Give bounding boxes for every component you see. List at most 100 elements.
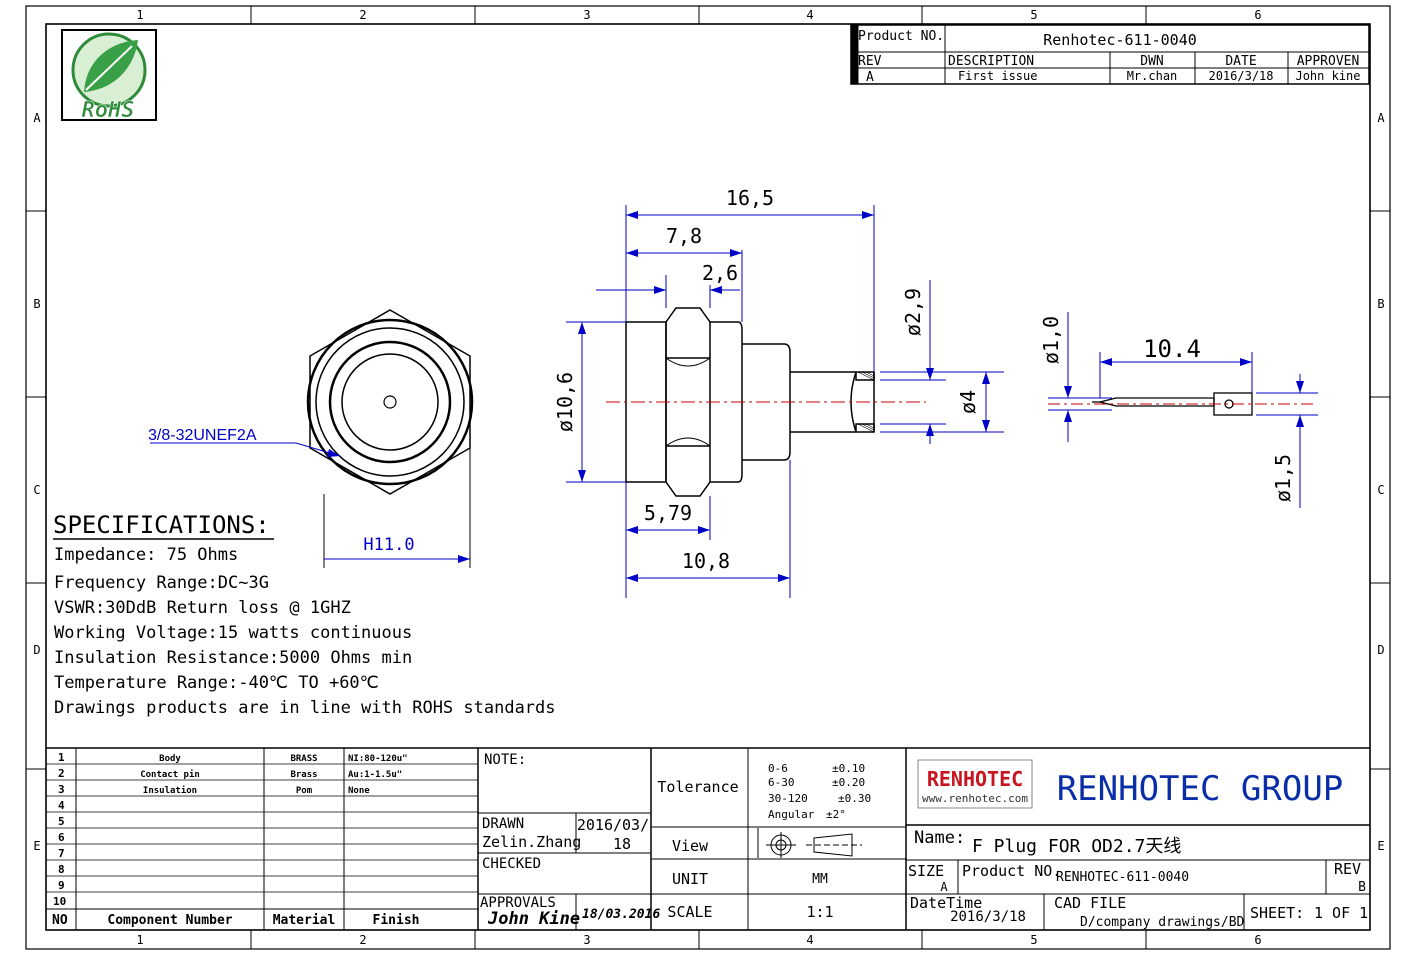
hex-width-dim: H11.0 [363, 535, 414, 555]
bom-no: 10 [53, 895, 66, 908]
drawn-by: Zelin.Zhang [482, 833, 581, 851]
rohs-logo: RoHS [61, 29, 157, 123]
tolerance-value: ±2° [826, 808, 846, 821]
drawn-date: 18 [613, 835, 631, 853]
approvals-label: APPROVALS [480, 895, 556, 911]
bom-component: Body [159, 754, 181, 764]
cad-label: CAD FILE [1054, 894, 1126, 912]
col-label: 6 [1254, 8, 1261, 22]
title-block-grid [46, 747, 1370, 930]
rev-cell: A [866, 70, 874, 85]
rev-cell: Mr.chan [1127, 69, 1178, 83]
side-dimensions [566, 205, 1004, 598]
product-no-label: Product NO. [962, 862, 1061, 880]
row-label: E [1377, 839, 1384, 853]
dim-5-79: 5,79 [644, 501, 692, 525]
row-label: D [33, 643, 40, 657]
dim-dia-1-5: ø1,5 [1271, 454, 1295, 502]
dim-7-8: 7,8 [666, 224, 702, 248]
row-label: D [1377, 643, 1384, 657]
sheet-label: SHEET: [1250, 904, 1304, 922]
bom-finish: Au:1-1.5u" [348, 770, 402, 780]
datetime-label: DateTime [910, 894, 982, 912]
col-label: 6 [1254, 933, 1261, 947]
bom-no: 8 [58, 863, 65, 876]
tolerance-range: 0-6 [768, 762, 788, 775]
bom-no: 7 [58, 847, 65, 860]
spec-line: Temperature Range:-40℃ TO +60℃ [54, 673, 379, 693]
tolerance-range: 30-120 [768, 792, 808, 805]
spec-line: Drawings products are in line with ROHS … [54, 698, 556, 718]
scale-label: SCALE [667, 903, 712, 921]
pin-dimensions [1048, 312, 1318, 508]
row-label: A [1377, 111, 1385, 125]
approval-date: 18/03.2016 [582, 907, 660, 922]
spec-line: Insulation Resistance:5000 Ohms min [54, 648, 412, 668]
dim-pin-length: 10.4 [1143, 335, 1201, 363]
bom-no: 1 [58, 751, 65, 764]
front-view [306, 309, 474, 568]
spec-line: Frequency Range:DC~3G [54, 573, 269, 593]
bom-component: Insulation [143, 785, 197, 796]
col-label: 2 [359, 8, 366, 22]
rev-value: B [1358, 880, 1366, 895]
tolerance-range: 6-30 [768, 776, 795, 789]
bom-row-lines [46, 763, 478, 893]
tolerance-value: ±0.10 [832, 762, 865, 775]
row-label: C [1377, 483, 1384, 497]
rev-header: APPROVEN [1297, 54, 1360, 69]
bom-finish: NI:80-120u" [348, 754, 408, 764]
drawn-date: 2016/03/ [577, 816, 649, 834]
col-label: 3 [583, 8, 590, 22]
dim-overall: 16,5 [726, 186, 774, 210]
checked-label: CHECKED [482, 856, 541, 872]
company-logo: RENHOTEC www.renhotec.com [917, 759, 1033, 809]
tolerance-value: ±0.30 [838, 792, 871, 805]
cad-value: D/company drawings/BD [1080, 915, 1245, 930]
bom-no: 3 [58, 783, 65, 796]
tolerance-range: Angular [768, 808, 815, 821]
col-label: 1 [136, 933, 143, 947]
bom-no: 6 [58, 831, 65, 844]
col-label: 3 [583, 933, 590, 947]
rev-product-label: Product NO. [858, 29, 944, 44]
sheet-value: 1 OF 1 [1314, 904, 1368, 922]
rev-cell: John kine [1295, 69, 1360, 83]
view-label: View [672, 837, 709, 855]
approver-signature: John Kine [487, 909, 580, 929]
company-url: www.renhotec.com [922, 792, 1028, 805]
bom-material: BRASS [290, 754, 317, 764]
unit-label: UNIT [672, 870, 708, 888]
tolerance-label: Tolerance [657, 778, 738, 796]
spec-line: Impedance: 75 Ohms [54, 545, 238, 565]
rev-header: DWN [1140, 54, 1163, 69]
projection-symbol [766, 832, 862, 858]
revision-table [850, 24, 1370, 85]
bom-header-no: NO [52, 913, 68, 928]
company-name: RENHOTEC GROUP [1057, 769, 1344, 809]
row-label: E [33, 839, 40, 853]
tolerance-value: ±0.20 [832, 776, 865, 789]
dim-dia-10-6: ø10,6 [553, 372, 577, 432]
col-label: 2 [359, 933, 366, 947]
dim-2-6: 2,6 [702, 261, 738, 285]
row-label: B [33, 297, 40, 311]
spec-line: VSWR:30DdB Return loss @ 1GHZ [54, 598, 351, 618]
part-name: F Plug FOR OD2.7天线 [972, 836, 1181, 857]
bom-no: 9 [58, 879, 65, 892]
dim-dia-2-9: ø2,9 [901, 288, 925, 336]
size-label: SIZE [908, 862, 944, 880]
rev-cell: 2016/3/18 [1208, 69, 1273, 83]
note-label: NOTE: [484, 752, 526, 768]
col-label: 5 [1030, 8, 1037, 22]
spec-line: Working Voltage:15 watts continuous [54, 623, 412, 643]
product-no-value: RENHOTEC-611-0040 [1056, 870, 1189, 885]
company-logo-text: RENHOTEC [927, 767, 1023, 791]
rev-cell: First issue [958, 69, 1037, 83]
name-label: Name: [914, 828, 965, 848]
rohs-text: RoHS [82, 98, 135, 123]
bom-finish: None [348, 786, 370, 796]
bom-no: 5 [58, 815, 65, 828]
size-value: A [940, 880, 948, 894]
